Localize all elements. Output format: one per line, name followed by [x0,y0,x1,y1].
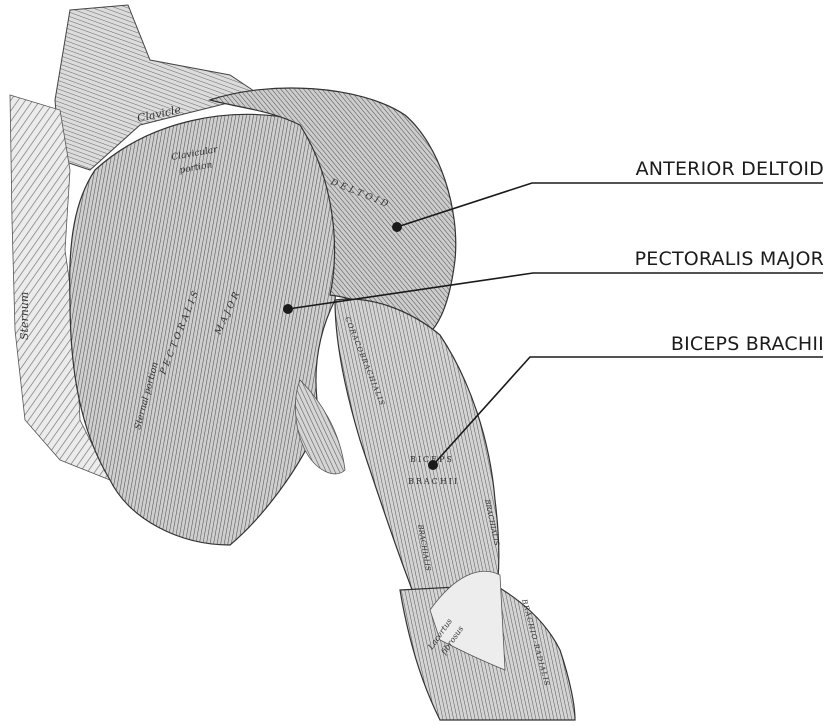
dot-pectoralis-major [283,304,293,314]
axilla-region [295,380,345,474]
pectoralis-major-muscle [70,114,338,545]
dot-anterior-deltoid [392,222,402,232]
callout-pectoralis-major: PECTORALIS MAJOR [635,248,824,270]
dot-biceps-brachii [428,460,438,470]
leader-biceps-brachii [433,357,823,465]
callout-anterior-deltoid: ANTERIOR DELTOID [636,158,824,180]
leader-anterior-deltoid [397,183,823,227]
label-brachii-eng: BRACHII [408,477,459,486]
label-sternum: Sternum [18,292,31,340]
callout-biceps-brachii: BICEPS BRACHII [671,333,824,355]
